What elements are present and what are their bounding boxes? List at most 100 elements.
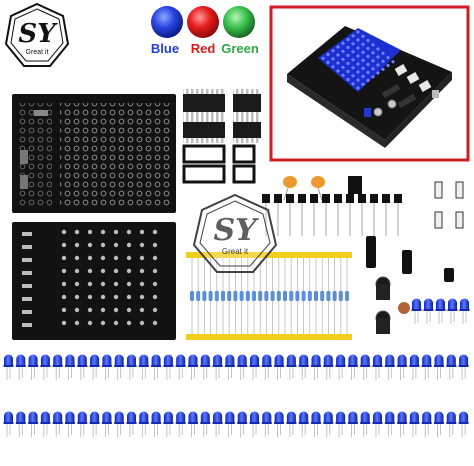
resistor-tape-upper bbox=[186, 252, 352, 258]
blue-led bbox=[89, 354, 100, 380]
blue-led bbox=[163, 411, 174, 437]
pcb-pad bbox=[61, 294, 67, 300]
pcb-pad bbox=[100, 281, 106, 287]
blue-led bbox=[372, 411, 383, 437]
pcb-pad bbox=[61, 307, 67, 313]
pcb-pad bbox=[139, 320, 145, 326]
pcb-pad bbox=[152, 255, 158, 261]
blue-led bbox=[212, 411, 223, 437]
blue-led bbox=[434, 411, 444, 437]
transistor bbox=[358, 194, 366, 203]
blue-led bbox=[175, 411, 186, 437]
pcb-board-bottom bbox=[12, 222, 176, 340]
matrix-led bbox=[331, 65, 335, 69]
blue-led bbox=[298, 354, 309, 380]
matrix-led bbox=[361, 50, 365, 54]
blue-led bbox=[249, 411, 260, 437]
matrix-led bbox=[361, 42, 365, 46]
pcb-pad bbox=[113, 268, 119, 274]
red-led-swatch bbox=[187, 6, 219, 38]
led-color-swatches: Blue Red Green bbox=[151, 6, 259, 56]
resistor bbox=[270, 291, 275, 301]
pcb-pad bbox=[113, 320, 119, 326]
blue-led bbox=[52, 354, 63, 380]
blue-led bbox=[458, 354, 469, 380]
pcb-pad bbox=[152, 307, 158, 313]
matrix-led bbox=[351, 42, 355, 46]
matrix-led bbox=[336, 45, 340, 49]
resistor bbox=[190, 291, 194, 301]
resistor bbox=[264, 291, 269, 301]
matrix-led bbox=[346, 45, 350, 50]
matrix-led bbox=[386, 55, 390, 60]
pcb-pad bbox=[126, 307, 132, 313]
pcb-pad bbox=[113, 255, 119, 261]
pcb-pad bbox=[113, 229, 119, 235]
pcb-pad bbox=[74, 294, 80, 300]
pcb-pad bbox=[139, 281, 145, 287]
blue-led bbox=[409, 354, 420, 380]
pcb-pad bbox=[139, 294, 145, 300]
pcb-pad bbox=[87, 320, 93, 326]
blue-led bbox=[138, 354, 149, 380]
pcb-pad bbox=[126, 268, 132, 274]
blue-led bbox=[261, 354, 272, 380]
matrix-led bbox=[351, 58, 355, 62]
blue-led bbox=[435, 298, 446, 324]
pcb-pad bbox=[87, 307, 93, 313]
blue-led bbox=[421, 411, 432, 437]
resistor bbox=[295, 291, 300, 301]
blue-led bbox=[446, 354, 457, 380]
transistor bbox=[382, 194, 390, 203]
blue-led bbox=[360, 411, 371, 437]
pcb-pad bbox=[22, 271, 32, 275]
pcb-pad bbox=[87, 229, 93, 235]
matrix-led bbox=[361, 82, 365, 86]
matrix-led bbox=[391, 60, 395, 64]
pcb-pad bbox=[113, 242, 119, 248]
matrix-led bbox=[341, 73, 345, 77]
matrix-led bbox=[376, 55, 380, 59]
matrix-led bbox=[336, 53, 340, 57]
pcb-pad bbox=[113, 307, 119, 313]
pcb-pad bbox=[100, 255, 106, 261]
pcb-pad bbox=[139, 268, 145, 274]
resistor bbox=[276, 291, 281, 301]
matrix-led bbox=[341, 57, 345, 61]
matrix-led bbox=[356, 70, 360, 74]
transistor bbox=[286, 194, 294, 203]
blue-led bbox=[200, 411, 211, 437]
pcb-pad bbox=[139, 307, 145, 313]
led-row-lower bbox=[3, 411, 469, 437]
matrix-led bbox=[371, 43, 375, 47]
blue-led bbox=[126, 411, 137, 437]
matrix-led bbox=[351, 66, 355, 70]
blue-led bbox=[40, 411, 51, 437]
matrix-led bbox=[346, 53, 350, 58]
blue-led bbox=[114, 411, 125, 437]
matrix-led bbox=[361, 34, 365, 38]
assembled-led-matrix bbox=[318, 28, 401, 92]
pcb-pad bbox=[74, 281, 80, 287]
blue-led bbox=[446, 411, 457, 437]
pcb-pad bbox=[61, 268, 67, 274]
blue-led bbox=[397, 411, 408, 437]
matrix-led bbox=[346, 61, 350, 66]
brand-tagline: Great it bbox=[26, 49, 49, 56]
resistor bbox=[214, 291, 219, 301]
pcb-pad bbox=[74, 307, 80, 313]
matrix-led-dots bbox=[321, 30, 395, 90]
blue-led bbox=[249, 354, 260, 380]
pcb-pad bbox=[100, 268, 106, 274]
blue-led bbox=[138, 411, 149, 437]
pcb-pad bbox=[152, 320, 158, 326]
pcb-pad bbox=[74, 320, 80, 326]
matrix-led bbox=[371, 67, 375, 71]
red-label: Red bbox=[191, 41, 216, 56]
resistor bbox=[196, 291, 201, 301]
resistor bbox=[301, 291, 306, 301]
ic-chips bbox=[183, 89, 261, 143]
pcb-bottom-pads bbox=[22, 229, 158, 327]
blue-led bbox=[200, 354, 211, 380]
matrix-led bbox=[376, 71, 380, 75]
